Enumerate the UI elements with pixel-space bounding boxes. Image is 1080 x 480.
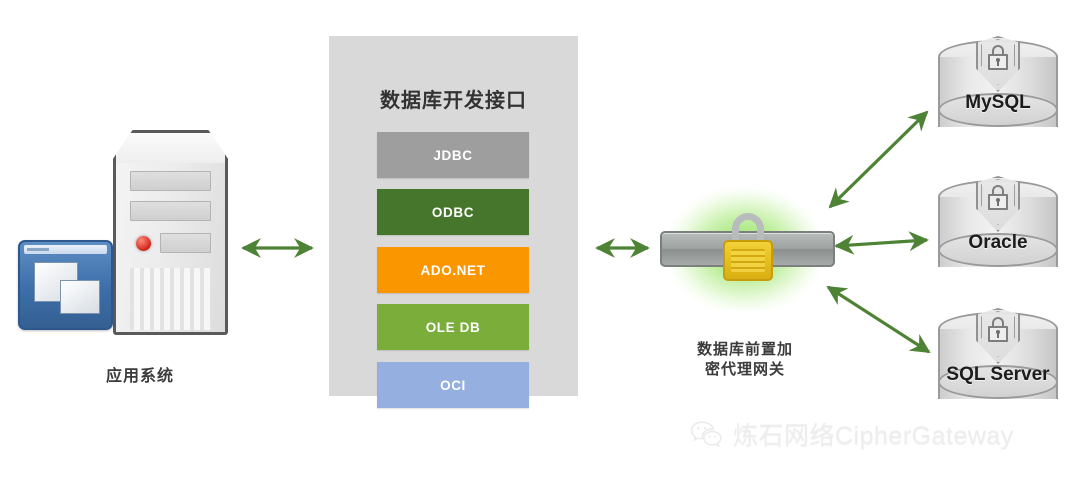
api-box-label: ADO.NET: [420, 262, 486, 278]
server-power-led-icon: [135, 236, 151, 251]
database-label: SQL Server: [946, 364, 1050, 385]
application-system-group: [8, 125, 233, 390]
lock-shackle-icon: [992, 185, 1004, 196]
server-vent-grille: [130, 268, 211, 330]
api-box-adonet[interactable]: ADO.NET: [377, 247, 529, 293]
database-sqlserver: SQL Server: [938, 308, 1058, 417]
database-interface-panel: 数据库开发接口 JDBC ODBC ADO.NET OLE DB OCI: [329, 36, 578, 408]
server-drive-bay: [130, 201, 211, 221]
api-box-oledb[interactable]: OLE DB: [377, 304, 529, 350]
shield-inner-outline: [981, 39, 1015, 85]
server-drive-bay: [130, 171, 211, 191]
panel-title: 数据库开发接口: [380, 90, 527, 112]
lock-keyhole-icon: [996, 198, 1000, 206]
padlock-shackle: [732, 213, 764, 247]
api-box-odbc[interactable]: ODBC: [377, 189, 529, 235]
cylinder-bottom: [938, 93, 1058, 127]
api-box-oci[interactable]: OCI: [377, 362, 529, 408]
arrow-gateway-to-oracle: [834, 231, 929, 255]
api-box-label: JDBC: [433, 147, 473, 163]
watermark: 炼石网络CipherGateway: [690, 410, 1070, 458]
api-box-jdbc[interactable]: JDBC: [377, 132, 529, 178]
arrow-gateway-to-mysql: [828, 110, 929, 209]
wechat-icon: [690, 421, 722, 448]
gateway-label: 数据库前置加 密代理网关: [655, 340, 835, 380]
arrow-gateway-to-sqlserver: [826, 285, 931, 354]
cylinder-bottom: [938, 365, 1058, 399]
gateway-label-line2: 密代理网关: [704, 361, 785, 378]
database-mysql: MySQL: [938, 36, 1058, 145]
lock-shackle-icon: [992, 317, 1004, 328]
shield-inner-outline: [981, 311, 1015, 357]
database-label: Oracle: [968, 232, 1028, 253]
lock-keyhole-icon: [996, 58, 1000, 66]
database-oracle: Oracle: [938, 176, 1058, 285]
encryption-gateway-group: [645, 185, 845, 385]
api-box-label: OLE DB: [425, 319, 481, 335]
shield-inner-outline: [981, 179, 1015, 225]
watermark-text: 炼石网络CipherGateway: [733, 422, 1014, 450]
padlock-body: [723, 240, 773, 281]
padlock-icon: [719, 213, 777, 281]
database-label: MySQL: [965, 92, 1031, 113]
api-box-label: ODBC: [431, 204, 475, 220]
lock-shackle-icon: [992, 45, 1004, 56]
window-titlebar: [24, 245, 107, 254]
window-pane: [60, 280, 100, 314]
application-system-label: 应用系统: [105, 368, 174, 385]
cylinder-bottom: [938, 233, 1058, 267]
server-drive-bay: [159, 233, 211, 253]
server-top-bevel: [116, 133, 225, 163]
lock-keyhole-icon: [996, 330, 1000, 338]
api-box-label: OCI: [440, 377, 466, 393]
gateway-label-line1: 数据库前置加: [696, 341, 793, 358]
server-tower-icon: [113, 130, 228, 335]
application-window-icon: [18, 240, 113, 330]
